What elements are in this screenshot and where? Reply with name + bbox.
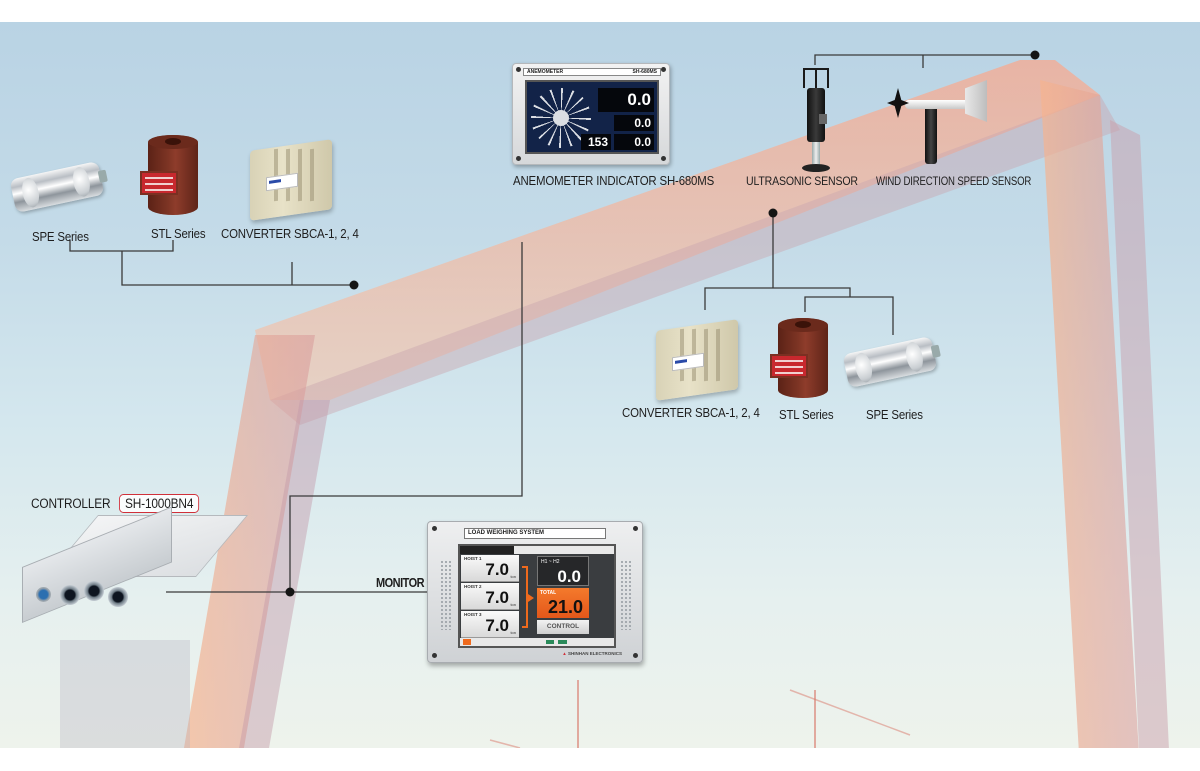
ultrasonic-sensor	[797, 68, 837, 178]
anemometer-indicator-panel: ANEMOMETER SH-680MS 0.0 0.0 0.0 153	[512, 63, 670, 165]
hoist-3-value: 7.0	[485, 616, 509, 635]
anemometer-header-left: ANEMOMETER	[527, 69, 564, 75]
total-readout: TOTAL 21.0	[537, 588, 589, 618]
hoist-2-readout: HOIST 2 7.0 ton	[461, 583, 519, 610]
converter-sbca-left	[244, 135, 340, 221]
controller-model-badge: SH-1000BN4	[118, 494, 200, 513]
hoist-3-readout: HOIST 3 7.0 ton	[461, 611, 519, 638]
anemometer-header: ANEMOMETER SH-680MS	[523, 68, 661, 76]
controller-label: CONTROLLER SH-1000BN4	[31, 494, 200, 513]
hoist-2-value: 7.0	[485, 588, 509, 607]
hoist-3-name: HOIST 3	[464, 612, 482, 617]
hoist-1-value: 7.0	[485, 560, 509, 579]
ultrasonic-sensor-label: ULTRASONIC SENSOR	[746, 174, 858, 188]
stl-series-label-right: STL Series	[779, 407, 834, 422]
control-button: CONTROL	[537, 620, 589, 634]
wind-sensor-label: WIND DIRECTION SPEED SENSOR	[876, 174, 1032, 188]
hoist-2-unit: ton	[510, 602, 516, 607]
spe-series-label-left: SPE Series	[32, 229, 89, 244]
controller-sh-1000bn4	[22, 506, 249, 635]
total-name: TOTAL	[540, 590, 557, 596]
hoist-1-unit: ton	[510, 574, 516, 579]
wind-speed-main: 0.0	[598, 88, 654, 112]
sum-arrow-icon	[528, 594, 534, 602]
wind-direction-speed-sensor	[887, 80, 995, 170]
anemometer-header-right: SH-680MS	[632, 69, 657, 75]
wind-direction-value: 153	[581, 134, 611, 150]
h1-h2-name: H1 ~ H2	[541, 559, 560, 565]
h1-h2-readout: H1 ~ H2 0.0	[537, 556, 589, 586]
converter-label-right: CONVERTER SBCA-1, 2, 4	[622, 405, 760, 420]
controller-label-text: CONTROLLER	[31, 496, 111, 511]
hoist-3-unit: ton	[510, 630, 516, 635]
total-value: 21.0	[547, 597, 583, 617]
wind-speed-2: 0.0	[614, 115, 654, 131]
spe-series-label-right: SPE Series	[866, 407, 923, 422]
brand-logo: SHINHAN ELECTRONICS	[562, 651, 622, 656]
wind-speed-3: 0.0	[614, 134, 654, 150]
converter-sbca-right	[650, 315, 746, 401]
stl-series-load-cell-right	[770, 318, 828, 398]
monitor-title: LOAD WEIGHING SYSTEM	[464, 528, 606, 539]
stl-series-load-cell-left	[140, 135, 198, 215]
hoist-2-name: HOIST 2	[464, 584, 482, 589]
anemometer-label: ANEMOMETER INDICATOR SH-680MS	[513, 173, 715, 188]
anemometer-screen: 0.0 0.0 0.0 153	[525, 80, 659, 154]
load-weighing-monitor: LOAD WEIGHING SYSTEM HOIST 1 7.0 ton HOI…	[427, 521, 643, 663]
converter-label-left: CONVERTER SBCA-1, 2, 4	[221, 226, 359, 241]
monitor-screen: HOIST 1 7.0 ton HOIST 2 7.0 ton HOIST 3 …	[458, 544, 616, 648]
monitor-label: MONITOR	[376, 576, 425, 590]
stl-series-label-left: STL Series	[151, 226, 206, 241]
monitor-bottom-bar	[460, 638, 614, 646]
sum-bracket	[522, 566, 528, 628]
h1-h2-value: 0.0	[557, 567, 581, 586]
hoist-1-readout: HOIST 1 7.0 ton	[461, 555, 519, 582]
monitor-top-bar	[460, 546, 614, 554]
hoist-1-name: HOIST 1	[464, 556, 482, 561]
